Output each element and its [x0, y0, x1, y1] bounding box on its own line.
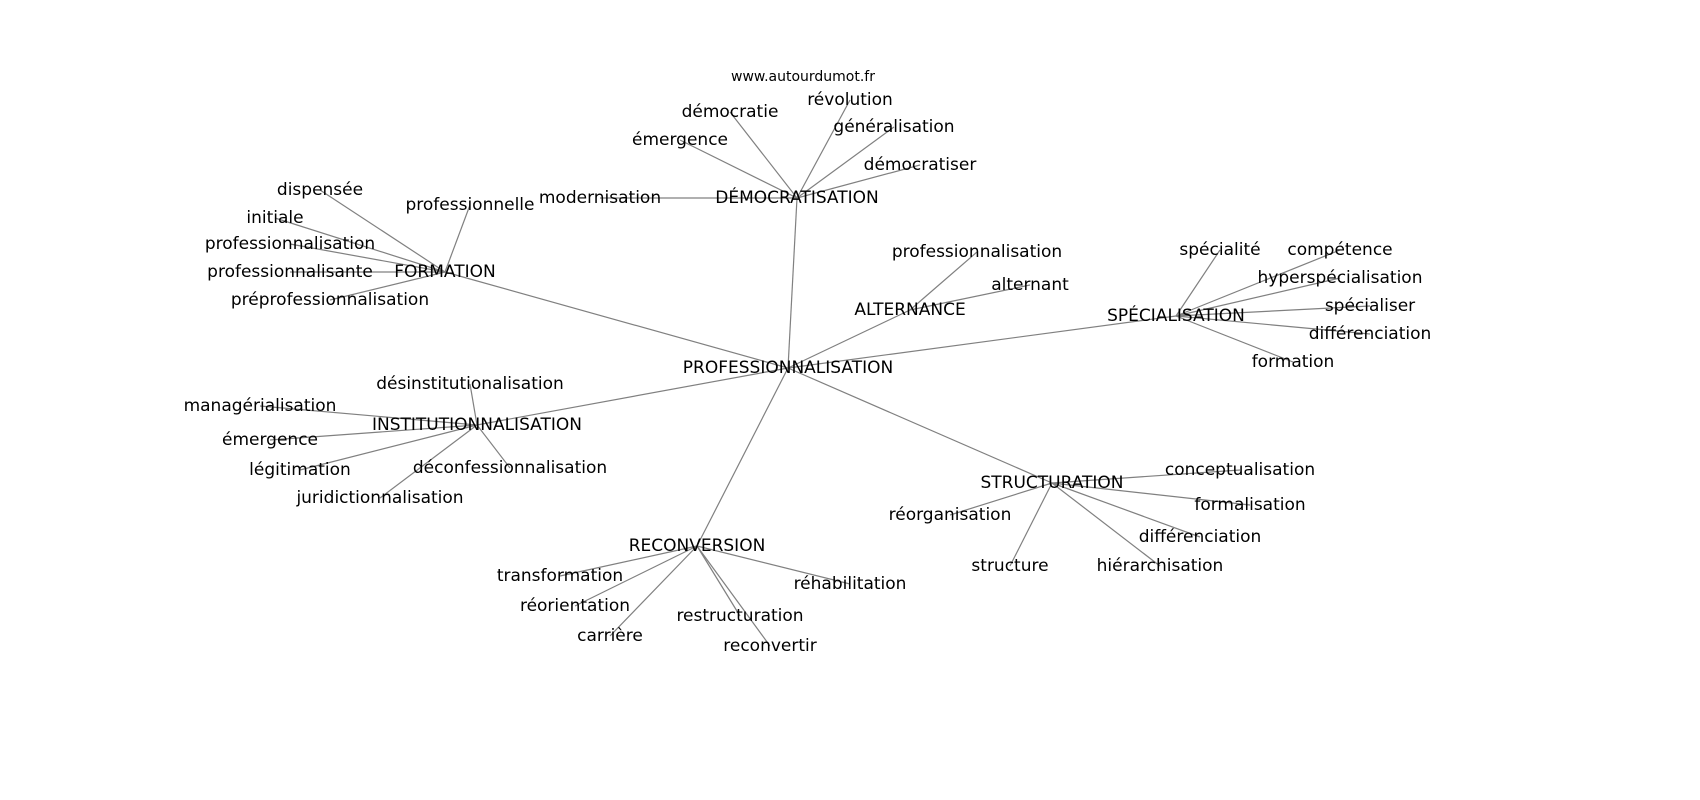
edge-hub-to-word	[679, 139, 798, 199]
word-node-label[interactable]: formalisation	[1194, 495, 1305, 515]
edge-center-to-hub	[696, 367, 789, 547]
word-node-label[interactable]: initiale	[246, 208, 303, 228]
word-node-label[interactable]: conceptualisation	[1165, 460, 1315, 480]
word-node-label[interactable]: différenciation	[1139, 527, 1262, 547]
edge-hub-to-word	[1175, 277, 1341, 317]
word-node-label[interactable]: compétence	[1287, 240, 1392, 260]
word-node-label[interactable]: démocratiser	[864, 155, 977, 175]
edge-hub-to-word	[796, 99, 851, 199]
edge-hub-to-word	[379, 424, 478, 499]
edge-hub-to-word	[796, 126, 895, 199]
hub-node-label[interactable]: SPÉCIALISATION	[1107, 304, 1245, 326]
edge-center-to-hub	[787, 197, 798, 369]
edge-hub-to-word	[559, 545, 698, 577]
edge-hub-to-word	[909, 284, 1031, 311]
edge-hub-to-word	[696, 545, 851, 585]
edge-center-to-hub	[444, 271, 789, 369]
word-node-label[interactable]: dispensée	[277, 180, 363, 200]
source-label: www.autourdumot.fr	[731, 69, 875, 85]
edge-center-to-hub	[787, 309, 911, 369]
edge-hub-to-word	[1175, 249, 1341, 317]
word-node-label[interactable]: préprofessionnalisation	[231, 290, 429, 310]
hub-node-label[interactable]: FORMATION	[394, 262, 495, 282]
edge-hub-to-word	[299, 424, 478, 471]
edge-hub-to-word	[329, 271, 446, 301]
edge-hub-to-word	[574, 545, 698, 607]
word-node-label[interactable]: déconfessionnalisation	[413, 458, 607, 478]
word-node-label[interactable]: professionnalisation	[892, 242, 1062, 262]
edge-hub-to-word	[1051, 482, 1161, 567]
edge-hub-to-word	[1051, 469, 1241, 484]
word-node-label[interactable]: révolution	[807, 90, 893, 110]
edge-center-to-hub	[476, 367, 789, 426]
word-node-label[interactable]: carrière	[577, 626, 643, 646]
word-node-label[interactable]: professionnelle	[405, 195, 534, 215]
hub-node-label[interactable]: ALTERNANCE	[854, 300, 965, 320]
edge-hub-to-word	[909, 251, 978, 311]
edge-hub-to-word	[259, 405, 478, 426]
word-node-label[interactable]: reconvertir	[723, 636, 816, 656]
word-node-label[interactable]: généralisation	[833, 117, 954, 137]
edge-hub-to-word	[274, 217, 446, 273]
word-node-label[interactable]: démocratie	[682, 102, 779, 122]
hub-node-label[interactable]: RECONVERSION	[629, 536, 766, 556]
word-node-label[interactable]: hiérarchisation	[1097, 556, 1224, 576]
hub-node-label[interactable]: INSTITUTIONNALISATION	[372, 415, 582, 435]
word-node-label[interactable]: formation	[1252, 352, 1335, 372]
word-node-label[interactable]: différenciation	[1309, 324, 1432, 344]
edge-hub-to-word	[444, 204, 471, 273]
edge-hub-to-word	[609, 545, 698, 637]
edge-hub-to-word	[469, 383, 478, 426]
word-node-label[interactable]: émergence	[632, 130, 728, 150]
word-node-label[interactable]: réhabilitation	[794, 574, 907, 594]
word-node-label[interactable]: professionnalisation	[205, 234, 375, 254]
edge-hub-to-word	[319, 189, 446, 273]
edge-hub-to-word	[729, 111, 798, 199]
edge-center-to-hub	[787, 367, 1053, 484]
word-node-label[interactable]: spécialiser	[1325, 296, 1415, 316]
word-node-label[interactable]: alternant	[991, 275, 1069, 295]
word-node-label[interactable]: émergence	[222, 430, 318, 450]
word-node-label[interactable]: réorganisation	[889, 505, 1012, 525]
edge-hub-to-word	[1175, 305, 1371, 317]
edge-hub-to-word	[696, 545, 771, 647]
edge-hub-to-word	[949, 482, 1053, 516]
word-node-label[interactable]: managérialisation	[184, 396, 337, 416]
hub-node-label[interactable]: DÉMOCRATISATION	[715, 186, 879, 208]
edge-hub-to-word	[796, 164, 921, 199]
edge-center-to-hub	[787, 315, 1177, 369]
word-node-label[interactable]: juridictionnalisation	[295, 488, 463, 508]
edge-hub-to-word	[289, 243, 446, 273]
word-node-label[interactable]: professionnalisante	[207, 262, 373, 282]
center-node-label[interactable]: PROFESSIONNALISATION	[683, 358, 893, 378]
word-node-label[interactable]: désinstitutionalisation	[376, 374, 564, 394]
word-node-label[interactable]: légitimation	[249, 460, 351, 480]
edge-hub-to-word	[1051, 482, 1251, 506]
word-node-label[interactable]: transformation	[497, 566, 623, 586]
edge-hub-to-word	[1175, 249, 1221, 317]
word-node-label[interactable]: structure	[971, 556, 1048, 576]
word-node-label[interactable]: modernisation	[539, 188, 661, 208]
word-node-label[interactable]: restructuration	[676, 606, 803, 626]
edge-hub-to-word	[1051, 482, 1201, 538]
edge-hub-to-word	[1009, 482, 1053, 567]
word-node-label[interactable]: réorientation	[520, 596, 630, 616]
edge-hub-to-word	[476, 424, 511, 469]
word-node-label[interactable]: hyperspécialisation	[1258, 268, 1423, 288]
edge-hub-to-word	[1175, 315, 1294, 363]
hub-node-label[interactable]: STRUCTURATION	[980, 473, 1123, 493]
edge-hub-to-word	[269, 424, 478, 441]
edge-hub-to-word	[696, 545, 741, 617]
edge-hub-to-word	[1175, 315, 1371, 335]
word-node-label[interactable]: spécialité	[1179, 240, 1260, 260]
